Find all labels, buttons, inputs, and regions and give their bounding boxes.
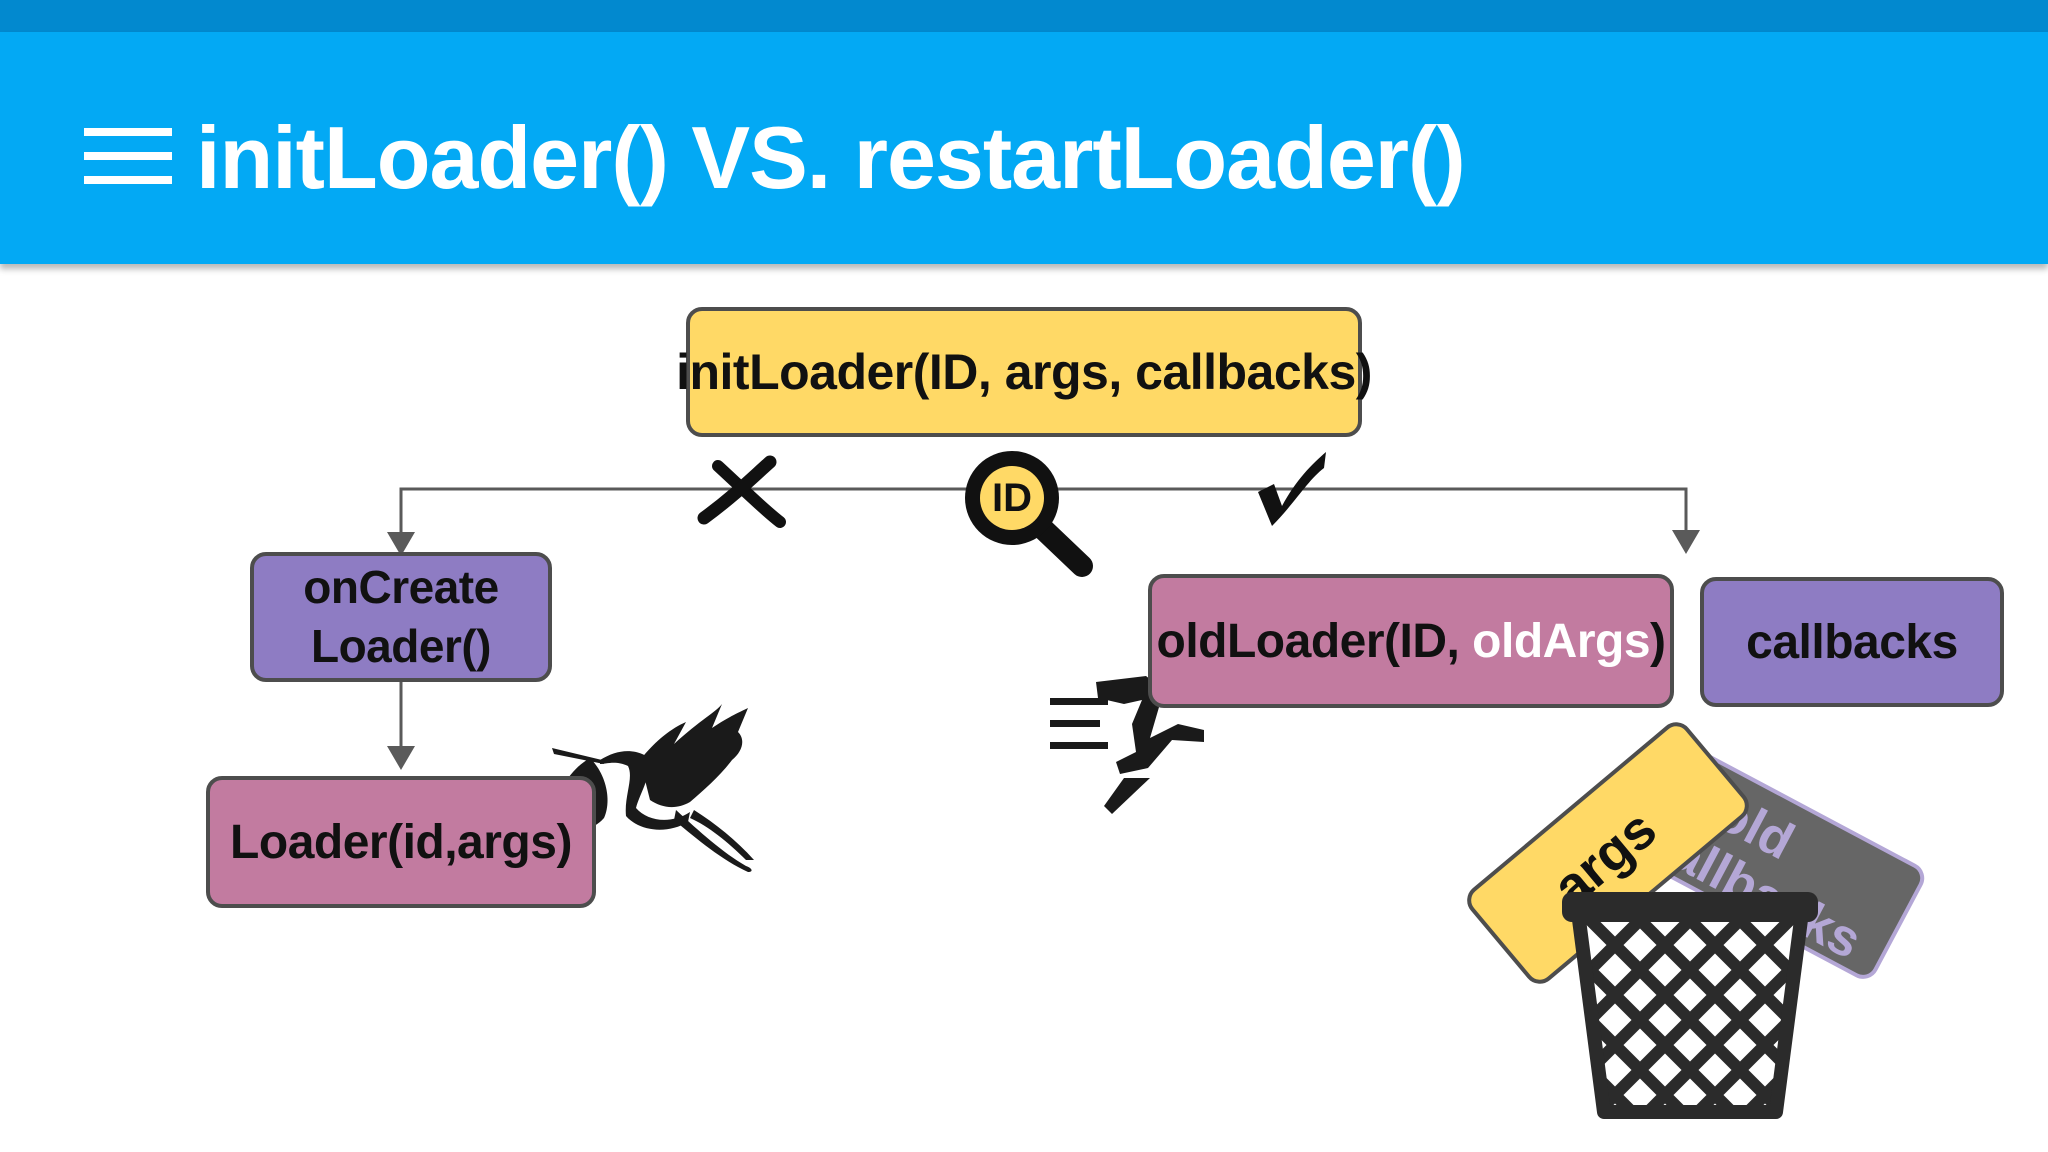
check-icon: [1258, 452, 1326, 526]
on-create-line2: Loader(): [310, 620, 492, 672]
cross-icon: [697, 455, 786, 528]
arrow-heads: [387, 530, 1700, 770]
page-title: initLoader() VS. restartLoader(): [196, 108, 1466, 207]
old-loader-box: oldLoader(ID, oldArgs): [1148, 574, 1674, 708]
old-args-label: oldArgs: [1472, 614, 1651, 668]
trash-bin-icon: [1562, 892, 1818, 1119]
top-status-strip: [0, 0, 2048, 32]
on-create-loader-box: onCreate Loader(): [250, 552, 552, 682]
new-loader-label: Loader(id,args): [230, 815, 572, 869]
on-create-line1: onCreate: [303, 561, 499, 614]
old-loader-prefix: oldLoader(ID,: [1156, 614, 1473, 668]
init-loader-label: initLoader(ID, args, callbacks): [676, 344, 1372, 400]
callbacks-label: callbacks: [1746, 615, 1958, 669]
init-loader-box: initLoader(ID, args, callbacks): [676, 307, 1372, 437]
id-label: ID: [992, 476, 1032, 520]
header-bar: [0, 32, 2048, 264]
magnifier-icon: [965, 451, 1093, 577]
new-loader-box: Loader(id,args): [206, 776, 596, 908]
callbacks-box: callbacks: [1700, 577, 2004, 707]
menu-icon[interactable]: [84, 128, 172, 184]
old-loader-suffix: ): [1650, 614, 1666, 668]
